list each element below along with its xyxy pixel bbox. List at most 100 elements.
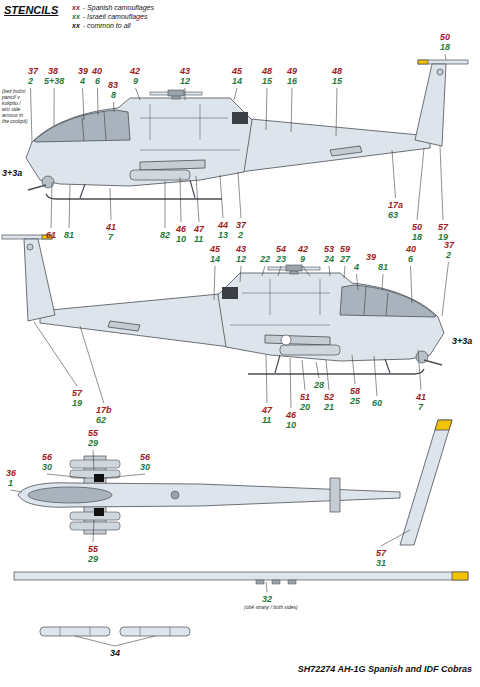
engine-exhaust	[222, 287, 238, 299]
leader-line	[381, 530, 410, 546]
callout-number: 37	[28, 66, 38, 76]
callout-number: 46	[176, 224, 186, 234]
leader-line	[51, 182, 53, 228]
legend-row: xx- Spanish camouflages	[72, 3, 154, 12]
callout-number: 63	[388, 210, 398, 220]
canopy-frame	[82, 111, 106, 141]
callout-number: 27	[340, 254, 350, 264]
panel-lines	[140, 104, 240, 150]
leader-line	[75, 636, 115, 646]
callout-number: 52	[324, 392, 334, 402]
callout-number: 28	[314, 380, 324, 390]
main-rotor-blade	[14, 572, 468, 584]
callout-number: 18	[412, 232, 422, 242]
leader-line	[185, 88, 186, 100]
callout-number: 54	[276, 244, 286, 254]
callout-number: 82	[160, 230, 170, 240]
tail-rotor-hub	[437, 69, 443, 75]
tail-rotor-tip	[418, 60, 428, 64]
callout-number: 81	[64, 230, 74, 240]
callout-number: 48	[262, 66, 272, 76]
callout-number: 43	[236, 244, 246, 254]
leader-line	[93, 520, 95, 542]
callout-number: 2	[446, 250, 451, 260]
blade-tip	[452, 572, 468, 580]
leader-line	[291, 88, 292, 132]
callout-number: 9	[133, 76, 138, 86]
callout-number: 49	[287, 66, 297, 76]
callout-number: 17a	[388, 200, 403, 210]
legend-row: xx- common to all	[72, 21, 154, 30]
leader-line	[418, 350, 421, 390]
callout-number: 30	[42, 462, 52, 472]
callout-number: 45	[210, 244, 220, 254]
leader-line	[266, 355, 267, 403]
pod-band	[140, 627, 170, 636]
leader-line	[11, 490, 22, 492]
legend-sample: xx	[72, 22, 80, 29]
sheet-caption: SH72274 AH-1G Spanish and IDF Cobras	[298, 664, 472, 674]
landing-skid	[46, 194, 222, 199]
callout-number: 48	[332, 66, 342, 76]
leader-line	[329, 266, 331, 276]
leader-line	[442, 262, 449, 316]
callout-number: 29	[88, 554, 98, 564]
pod-body	[40, 627, 110, 636]
leader-line	[302, 360, 305, 390]
leader-line	[113, 102, 114, 112]
callout-number: 10	[176, 234, 186, 244]
callout-number: 55	[88, 428, 98, 438]
right-side-view	[2, 235, 444, 374]
leader-line	[31, 88, 32, 142]
left-side-view	[26, 60, 468, 199]
rocket-pod-detail	[40, 627, 110, 636]
leader-line	[220, 175, 223, 218]
callout-number: 38	[48, 66, 58, 76]
callout-number: 47	[194, 224, 204, 234]
panel-lines	[230, 279, 330, 325]
callout-number: 40	[92, 66, 102, 76]
black-panel	[94, 508, 104, 516]
horizontal-stabilizer	[108, 321, 140, 331]
leader-line	[445, 54, 447, 60]
leader-line	[238, 172, 241, 218]
callout-number: 62	[96, 415, 106, 425]
leader-line	[344, 266, 345, 278]
blade-fitting	[288, 580, 296, 584]
canopy-top	[28, 487, 112, 503]
leader-line	[417, 148, 424, 220]
legend-text: - Spanish camouflages	[83, 4, 154, 11]
note-text: (obě strany / both sides)	[244, 604, 304, 610]
callout-number: 37	[236, 220, 246, 230]
callout-number: 24	[324, 254, 334, 264]
leader-line	[392, 150, 396, 198]
callout-number: 46	[286, 410, 296, 420]
callout-number: 36	[6, 468, 16, 478]
tail-fin	[415, 64, 446, 146]
blade-fitting	[272, 580, 280, 584]
callout-number: 56	[42, 452, 52, 462]
leader-line	[266, 582, 267, 592]
tail-boom	[240, 118, 430, 172]
callout-number: 56	[140, 452, 150, 462]
callout-number: 15	[332, 76, 342, 86]
skid-struts	[275, 355, 390, 373]
callout-number: 6	[95, 76, 100, 86]
leader-line	[83, 88, 84, 120]
callout-number: 40	[406, 244, 416, 254]
callout-number: 9	[300, 254, 305, 264]
gun-barrel	[424, 360, 442, 365]
callout-number: 6	[408, 254, 413, 264]
callout-number: 2	[238, 230, 243, 240]
callout-number: 8	[111, 90, 116, 100]
callout-number: 57	[438, 222, 448, 232]
legend-swatch: xx	[72, 4, 80, 11]
leader-line	[115, 636, 155, 646]
callout-number: 55	[88, 544, 98, 554]
callout-number: 57	[72, 388, 82, 398]
callout-number: 39	[366, 252, 376, 262]
leader-line	[326, 360, 329, 390]
callout-number: 10	[286, 420, 296, 430]
